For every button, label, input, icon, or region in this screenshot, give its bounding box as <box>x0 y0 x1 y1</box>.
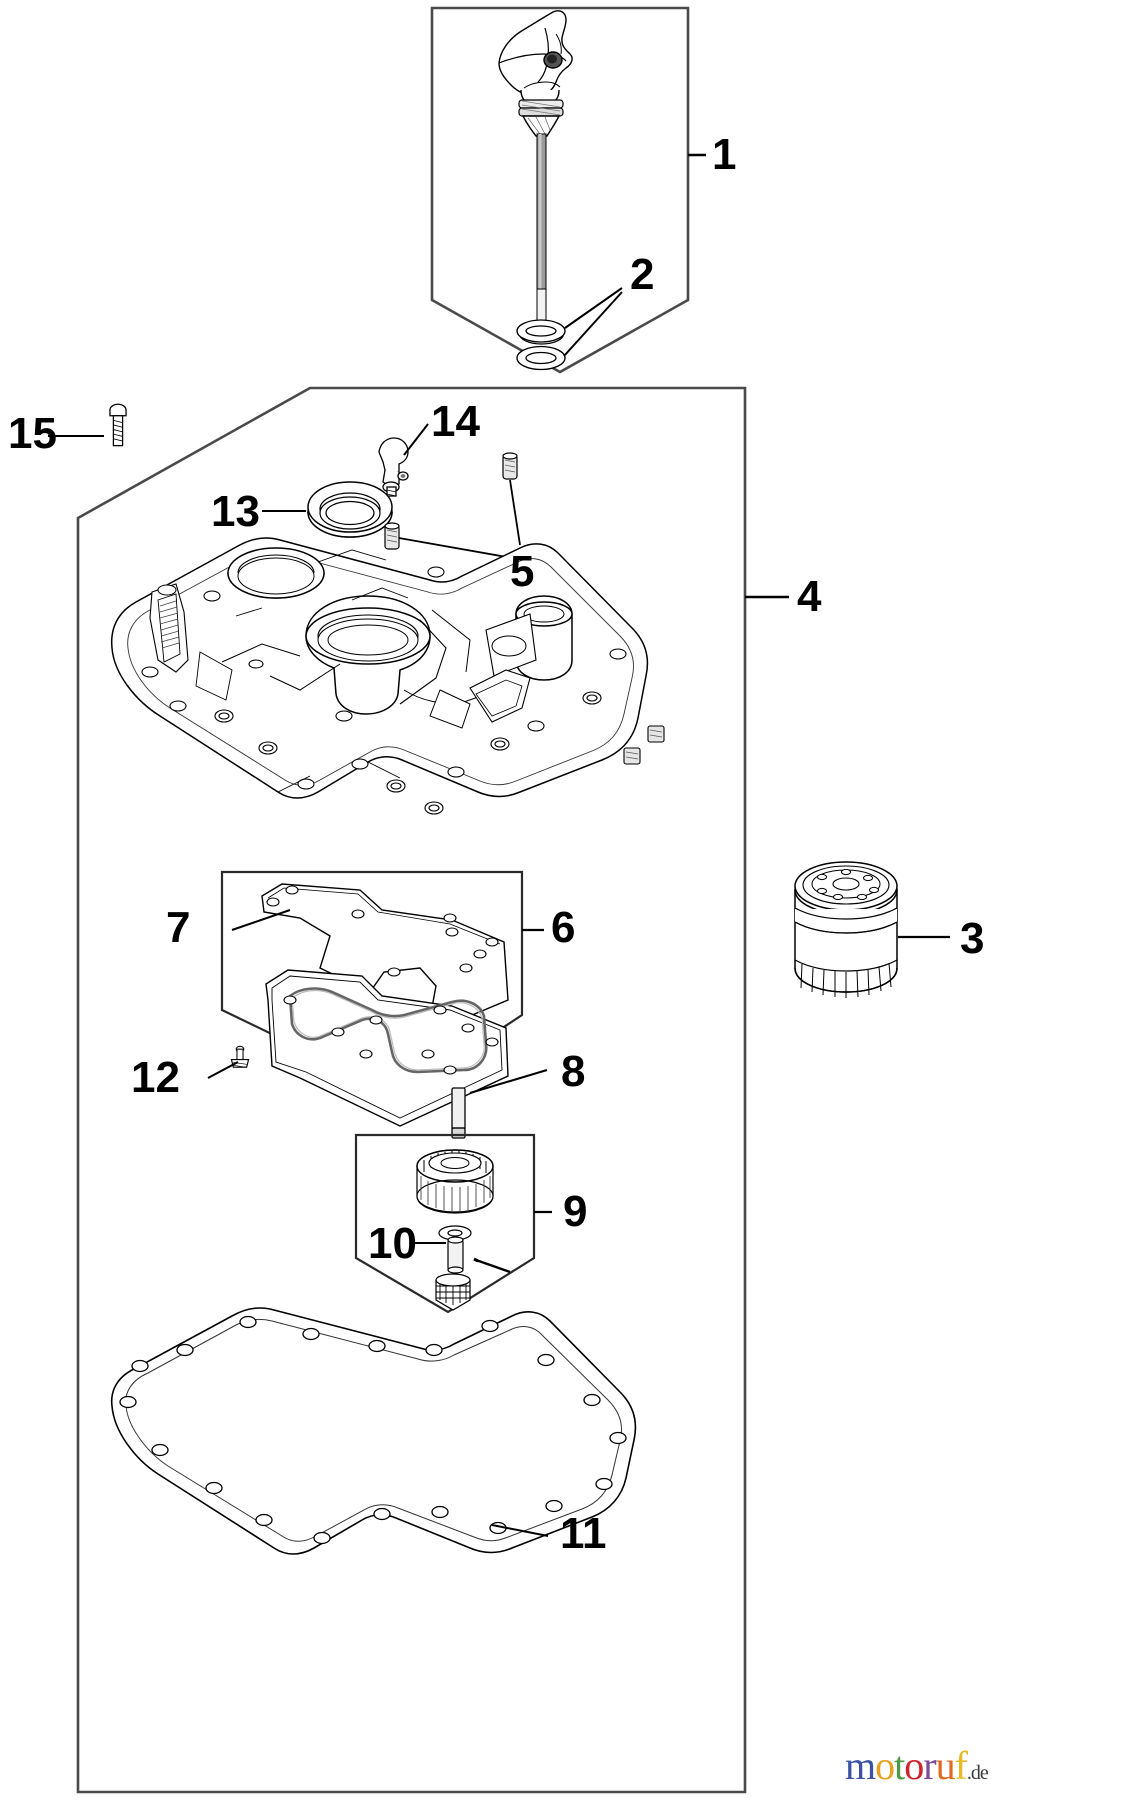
grease-fitting-14 <box>378 423 429 497</box>
callout-6: 6 <box>551 903 576 952</box>
crankshaft-oil-seal-13 <box>262 481 393 538</box>
callout-9: 9 <box>563 1187 588 1236</box>
motoruf-watermark: motoruf.de <box>845 1742 989 1789</box>
oil-pan-gasket-11 <box>110 1307 637 1555</box>
callout-8: 8 <box>561 1047 586 1096</box>
wm-letter-m: m <box>845 1743 876 1788</box>
screen-mounting-screw-12 <box>207 1045 250 1079</box>
wm-letter-o1: o <box>875 1743 895 1788</box>
group-9-bracket <box>354 1133 552 1314</box>
callout-4: 4 <box>797 572 822 621</box>
group-1-bracket <box>430 6 706 374</box>
callout-1: 1 <box>712 130 737 179</box>
closure-plate-casting <box>110 537 649 815</box>
callout-10: 10 <box>368 1219 417 1268</box>
group-4-bracket <box>76 386 789 1794</box>
callout-5: 5 <box>510 547 535 596</box>
wm-letter-r: r <box>923 1743 936 1788</box>
callout-12: 12 <box>131 1053 180 1102</box>
wm-letter-t: t <box>894 1743 905 1788</box>
dowel-pins-5 <box>384 452 521 559</box>
callout-11: 11 <box>560 1509 607 1558</box>
wm-suffix: .de <box>966 1762 989 1784</box>
callout-13: 13 <box>211 487 260 536</box>
oil-pump-gerotor-9 <box>416 1149 494 1214</box>
callout-7: 7 <box>166 903 191 952</box>
wm-letter-o2: o <box>904 1743 924 1788</box>
wm-letter-f: f <box>954 1743 968 1788</box>
wm-letter-u: u <box>935 1743 956 1788</box>
callout-14: 14 <box>431 397 480 446</box>
plate-side-pins <box>623 725 665 765</box>
oil-pump-shaft-8 <box>451 1069 548 1139</box>
oil-filter-3 <box>794 861 950 998</box>
oil-pump-rotor-kit-10 <box>412 1225 511 1311</box>
flange-bolt-15 <box>48 403 127 447</box>
callout-15: 15 <box>8 409 57 458</box>
screen-gasket-6 <box>265 969 509 1127</box>
o-ring-seals <box>516 287 623 371</box>
callout-3: 3 <box>960 914 985 963</box>
callout-2: 2 <box>630 250 655 299</box>
